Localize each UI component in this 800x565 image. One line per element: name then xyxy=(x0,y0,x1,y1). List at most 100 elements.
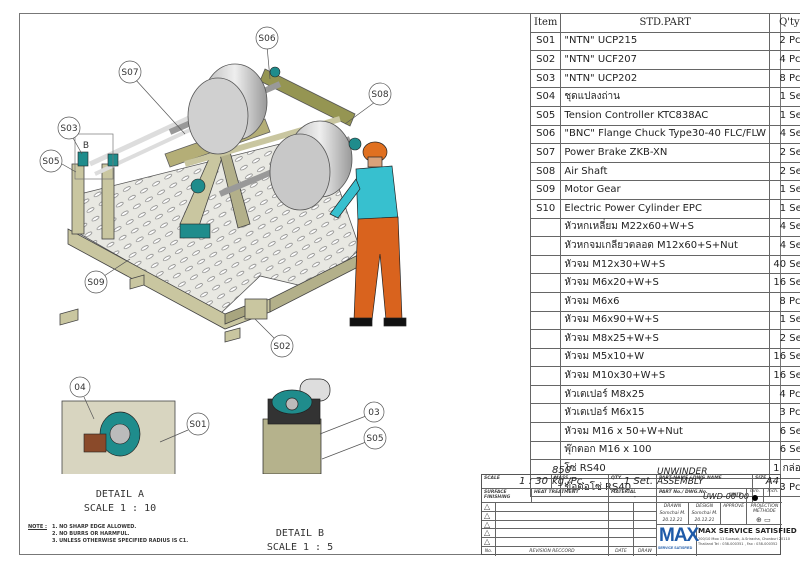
parts-header-row: Item STD.PART Q'ty xyxy=(529,13,800,33)
revision-triangle-cell: △ xyxy=(482,528,496,539)
header-item: Item xyxy=(529,13,562,33)
part-no-value: UWD-00-00 xyxy=(702,492,749,501)
part-name-cell: PART NAME / DWG.NAME UNWINDER ASSEMBLY xyxy=(657,467,753,489)
part-description: หัวจม M12x30+W+S xyxy=(560,254,771,275)
part-item-no xyxy=(529,403,562,424)
part-description: ชุดแปลงถ่าน xyxy=(560,87,771,107)
revision-cell xyxy=(609,503,634,512)
part-description: พุ๊กตอก M16 x 100 xyxy=(560,440,771,461)
logo-subtitle: SERVICE SATISFIED xyxy=(658,546,693,550)
heat-cell: HEAT TREATMENT xyxy=(532,489,609,503)
worker-figure xyxy=(329,141,407,327)
parts-row: หัวจม M5x10+W16 Set xyxy=(529,347,800,368)
part-quantity: 3 Pcs xyxy=(769,477,800,498)
balloon-s01 xyxy=(186,412,210,436)
projection-cell: PROJECTION METHODE ⊕ ▭ xyxy=(747,503,782,525)
part-description: Motor Gear xyxy=(560,180,771,200)
part-item-no: S03 xyxy=(529,68,562,89)
part-quantity: 16 Set xyxy=(769,273,800,293)
revision-cell xyxy=(609,511,634,521)
approve-cell: APPROVE xyxy=(721,503,747,525)
mass-value: 850 kg./Pc. xyxy=(552,465,586,487)
qty-cell: QTY. 1 Set. xyxy=(609,475,657,489)
detail-a-title: DETAIL A xyxy=(95,489,145,500)
revision-triangle-icon: △ xyxy=(484,537,491,547)
balloon-s05-detail xyxy=(363,426,387,450)
part-description: Power Brake ZKB-XN xyxy=(560,143,771,163)
balloon-s06 xyxy=(255,26,279,50)
company-logo: MAX SERVICE SATISFIED xyxy=(657,525,699,556)
surface-cell: SURFACE FINISHING xyxy=(482,489,532,503)
part-item-no: S07 xyxy=(529,143,562,163)
design-label: DESIGN xyxy=(695,504,714,509)
balloon-s03-label: S03 xyxy=(60,124,77,134)
part-item-no xyxy=(529,422,562,442)
part-quantity: 3 Pcs xyxy=(769,403,800,424)
unit-cell: UNIT xyxy=(727,489,747,503)
part-item-no xyxy=(529,291,562,312)
part-item-no xyxy=(529,254,562,275)
company-info: MAX SERVICE SATISFIED 200/10 Moo 11 Sura… xyxy=(698,526,797,556)
material-cell: MATERIAL - xyxy=(609,489,657,503)
scale-value: 1 : 30 xyxy=(519,476,548,487)
part-no-label: PART No./ DWG.No. xyxy=(659,490,708,495)
assembly-drawing: S06 S07 S08 S03 B S05 S09 S02 04 S01 xyxy=(39,26,407,474)
part-item-no xyxy=(529,477,562,498)
scale-label: SCALE xyxy=(484,476,500,481)
unit-mm-cell: mm. xyxy=(747,489,764,503)
part-description: หัวจม M6x90+W+S xyxy=(560,310,771,331)
part-quantity: 6 Set xyxy=(769,422,800,442)
part-description: "NTN" UCF207 xyxy=(560,50,771,70)
detail-b-scale: SCALE 1 : 5 xyxy=(266,542,334,553)
part-item-no: S08 xyxy=(529,161,562,182)
rev-draw-label: DRAW xyxy=(637,549,653,554)
revision-cell xyxy=(609,529,634,539)
part-description: โซ่ RS40 xyxy=(560,459,771,479)
revision-cell xyxy=(496,538,609,547)
rev-record-label: REVISION RECCORD xyxy=(529,549,575,554)
material-value: - xyxy=(633,493,636,501)
rev-date-label: DATE xyxy=(615,549,627,554)
part-description: หัวเตเปอร์ M6x15 xyxy=(560,403,771,424)
balloon-s09 xyxy=(84,270,108,294)
part-quantity: 8 Pcs xyxy=(769,68,800,89)
balloon-s05 xyxy=(39,149,63,173)
balloon-s08 xyxy=(368,82,392,106)
revision-cell xyxy=(496,503,609,512)
balloon-04-label: 04 xyxy=(74,383,86,393)
part-name-value: UNWINDER ASSEMBLY xyxy=(657,467,708,487)
detail-a-caption: DETAIL A SCALE 1 : 10 xyxy=(70,488,170,516)
part-description: หัวจม M10x30+W+S xyxy=(560,366,771,386)
part-item-no xyxy=(529,217,562,238)
note-3: 3. UNLESS OTHERWISE SPECIFIED RADIUS IS … xyxy=(52,538,189,544)
note-1: 1. NO SHARP EDGE ALLOWED. xyxy=(52,524,137,530)
part-quantity: 2 Set xyxy=(769,161,800,182)
part-description: หัวจม M6x20+W+S xyxy=(560,273,771,293)
rev-date-header: DATE xyxy=(609,547,634,556)
part-description: Tension Controller KTC838AC xyxy=(560,105,771,126)
balloon-s02 xyxy=(270,334,294,358)
part-quantity: 2 Pcs xyxy=(769,31,800,52)
approve-label: APPROVE xyxy=(722,504,745,509)
part-item-no xyxy=(529,273,562,293)
part-description: "NTN" UCP202 xyxy=(560,68,771,89)
drawing-notes: NOTE :1. NO SHARP EDGE ALLOWED. 2. NO BU… xyxy=(28,524,188,545)
part-item-no xyxy=(529,310,562,331)
heat-label: HEAT TREATMENT xyxy=(534,490,579,495)
design-name: Somchai M. xyxy=(691,511,718,516)
part-item-no: S01 xyxy=(529,31,562,52)
parts-row: หัวหกเหลี่ยม M22x60+W+S4 Set xyxy=(529,217,800,238)
scale-cell: SCALE 1 : 30 xyxy=(482,475,552,489)
balloon-s05-label: S05 xyxy=(42,157,59,167)
logo-text: MAX xyxy=(659,525,699,546)
